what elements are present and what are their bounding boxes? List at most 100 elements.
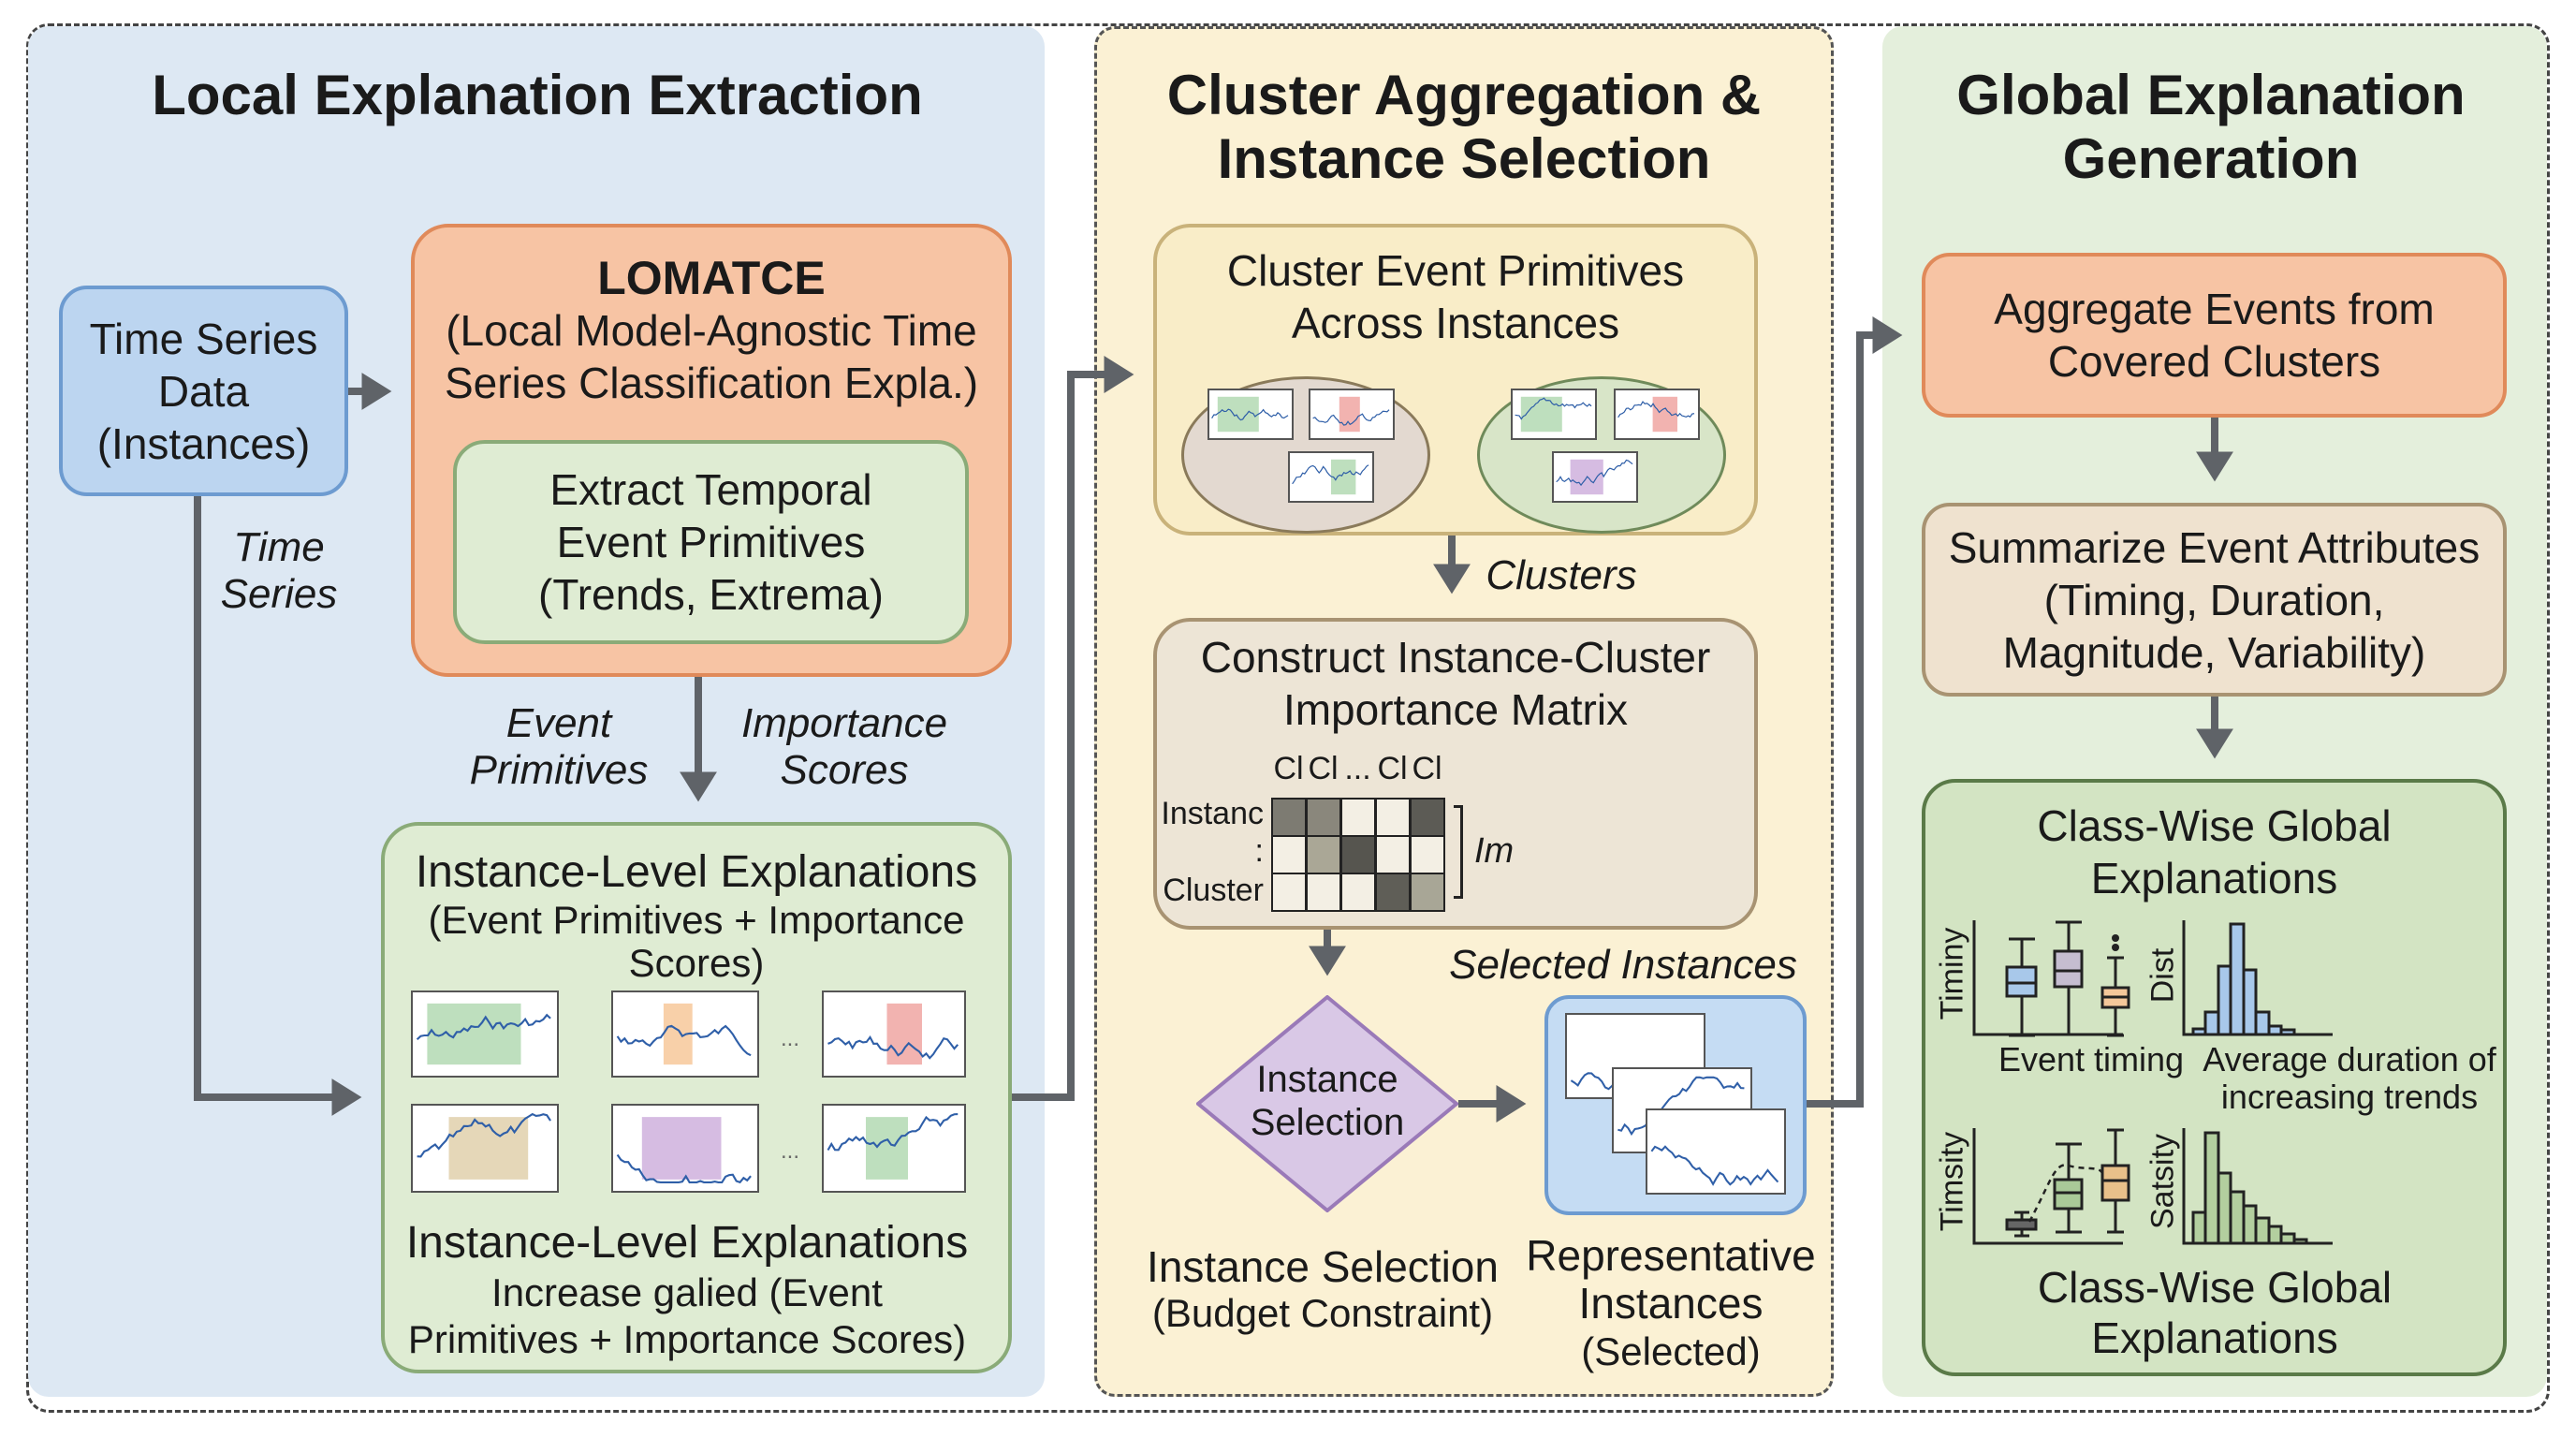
time-series-thumbnail xyxy=(1646,1108,1786,1195)
time-series-thumbnail xyxy=(411,1104,559,1193)
matrix-cell xyxy=(1271,873,1307,912)
box-line: Construct Instance-Cluster xyxy=(1200,633,1711,682)
title-line: Generation xyxy=(2062,127,2360,190)
instance-selection-caption: Instance Selection (Budget Constraint) xyxy=(1147,1243,1499,1337)
label-line: Scores xyxy=(780,747,909,793)
summarize-event-attributes-box: Summarize Event Attributes (Timing, Dura… xyxy=(1922,503,2507,697)
matrix-cell xyxy=(1375,873,1411,912)
label-line: Explanations xyxy=(2091,1313,2338,1362)
box-line: (Trends, Extrema) xyxy=(538,570,884,619)
instance-box-subtitle: (Event Primitives + Importance xyxy=(428,898,965,942)
label-line: Primitives xyxy=(469,747,649,793)
plot2-xlabel: Average duration of increasing trends xyxy=(2203,1041,2496,1116)
matrix-row-label: Instanc xyxy=(1161,796,1264,831)
matrix-cell xyxy=(1306,798,1341,837)
matrix-row-label: : xyxy=(1254,833,1264,869)
time-series-thumbnail xyxy=(411,990,559,1078)
representative-instances-caption: Representative Instances (Selected) xyxy=(1526,1232,1815,1375)
matrix-cell xyxy=(1340,873,1376,912)
instance-box-bottom-line: Increase galied (Event xyxy=(491,1270,883,1314)
time-series-thumbnail xyxy=(822,1104,966,1193)
boxplot-green xyxy=(2053,1142,2084,1234)
matrix-column-header: Cl xyxy=(1377,751,1408,786)
histogram-green xyxy=(2191,1131,2308,1245)
panel-title-local: Local Explanation Extraction xyxy=(152,64,923,126)
time-series-thumbnail xyxy=(611,990,759,1078)
caption-line: Representative xyxy=(1526,1231,1816,1280)
label-line: Selection xyxy=(1250,1102,1405,1143)
plot1-xlabel: Event timing xyxy=(1998,1040,2185,1078)
thumbnail-ellipsis: ... xyxy=(780,1138,800,1164)
box-line: Across Instances xyxy=(1291,299,1620,347)
label-line: Event xyxy=(505,700,612,746)
title-line: Global Explanation xyxy=(1956,64,2466,126)
instance-box-subtitle: Scores) xyxy=(628,941,765,985)
label-line: Time xyxy=(233,524,325,570)
trend-dashed-line xyxy=(2027,1164,2104,1223)
box-line: Class-Wise Global xyxy=(2037,801,2392,850)
instance-box-bottom-text: Instance-Level Explanations Increase gal… xyxy=(406,1217,968,1363)
matrix-row-label: Cluster xyxy=(1163,873,1264,908)
caption-line: Instance Selection xyxy=(1147,1242,1499,1291)
matrix-cell xyxy=(1306,835,1341,874)
label-line: Class-Wise Global xyxy=(2037,1263,2393,1312)
caption-line: (Budget Constraint) xyxy=(1151,1291,1494,1335)
label-line: Instance xyxy=(1256,1059,1398,1100)
matrix-cell xyxy=(1375,835,1411,874)
caption-line: Instances xyxy=(1578,1279,1764,1328)
matrix-bracket-label: Im xyxy=(1474,831,1515,871)
box-line: Magnitude, Variability) xyxy=(2002,627,2426,677)
plot3-ylabel: Timsity xyxy=(1934,1131,1970,1232)
label-line: increasing trends xyxy=(2220,1078,2479,1116)
matrix-column-header: Cl xyxy=(1412,751,1442,786)
matrix-cell xyxy=(1271,798,1307,837)
matrix-cell xyxy=(1410,873,1445,912)
boxplot-purple xyxy=(2053,920,2084,1036)
event-primitives-label: Event Primitives xyxy=(470,700,649,794)
time-series-thumbnail xyxy=(1309,389,1395,440)
matrix-cell xyxy=(1340,835,1376,874)
instance-selection-diamond xyxy=(1196,995,1458,1212)
arrow-data-to-instance-explanations xyxy=(194,496,362,1116)
title-line: Cluster Aggregation & xyxy=(1166,64,1762,126)
plot1-ylabel: Timiny xyxy=(1934,927,1970,1020)
time-series-thumbnail xyxy=(822,990,966,1078)
aggregate-events-box: Aggregate Events from Covered Clusters xyxy=(1922,253,2507,418)
boxplot-tan xyxy=(2100,1128,2130,1234)
matrix-cell xyxy=(1271,835,1307,874)
class-wise-global-explanations-box: Class-Wise Global Explanations xyxy=(1922,779,2507,1376)
class-wise-bottom-title: Class-Wise Global Explanations xyxy=(2038,1262,2392,1363)
box-line: Explanations xyxy=(2090,854,2338,902)
class-wise-plots xyxy=(1972,920,2333,1245)
lomatce-subtitle: (Local Model-Agnostic Time xyxy=(446,306,977,355)
instance-box-title: Instance-Level Explanations xyxy=(415,847,978,897)
instance-box-bottom-line: Primitives + Importance Scores) xyxy=(407,1317,967,1361)
box-line: Covered Clusters xyxy=(2047,337,2381,386)
importance-scores-label: Importance Scores xyxy=(741,700,947,794)
time-series-thumbnail xyxy=(1288,451,1374,503)
clusters-label: Clusters xyxy=(1486,552,1637,598)
extract-event-primitives-box: Extract Temporal Event Primitives (Trend… xyxy=(453,440,969,644)
matrix-cell xyxy=(1306,873,1341,912)
plot4-ylabel: Satsity xyxy=(2144,1133,2181,1230)
plot1-axes xyxy=(1972,920,2123,1036)
plot2-ylabel: Dist xyxy=(2144,947,2181,1004)
box-line: Importance Matrix xyxy=(1282,685,1629,734)
plot3-axes xyxy=(1972,1128,2123,1245)
matrix-cell xyxy=(1410,835,1445,874)
box-line: (Timing, Duration, xyxy=(2043,575,2385,624)
box-line: Time Series xyxy=(89,314,318,363)
lomatce-title: LOMATCE xyxy=(597,252,826,304)
box-line: Summarize Event Attributes xyxy=(1948,522,2481,572)
lomatce-subtitle: Series Classification Expla.) xyxy=(444,359,979,407)
matrix-column-header: Cl xyxy=(1308,751,1339,786)
matrix-cell xyxy=(1340,798,1376,837)
time-series-thumbnail xyxy=(1614,389,1700,440)
box-line: Cluster Event Primitives xyxy=(1226,246,1685,295)
instance-selection-diamond-label: Instance Selection xyxy=(1251,1058,1405,1144)
time-series-thumbnail xyxy=(611,1104,759,1193)
boxplot-dark xyxy=(2005,1211,2038,1238)
label-line: Importance xyxy=(740,700,948,746)
